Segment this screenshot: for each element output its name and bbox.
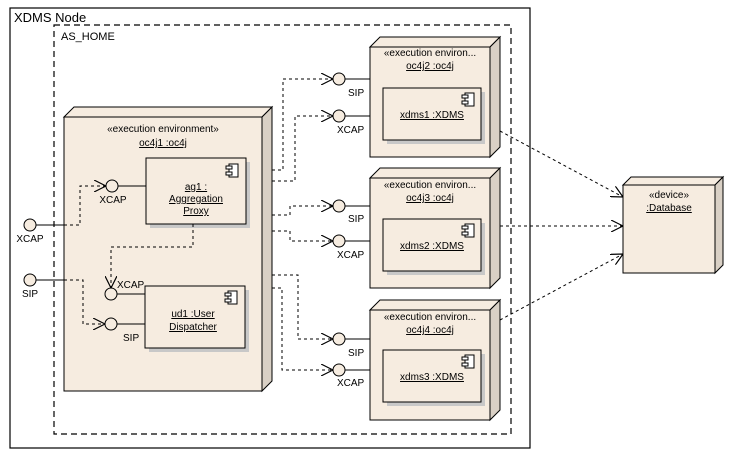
ud1-sip-label: SIP [123, 333, 139, 344]
oc4j3-name: oc4j3 :oc4j [406, 193, 454, 204]
component-icon [464, 354, 475, 369]
ud1-name-line1: ud1 :User [171, 309, 215, 320]
dependency-oc4j1-to-oc4j4-sip [272, 274, 333, 339]
external-xcap-port[interactable]: XCAP [16, 218, 64, 245]
oc4j2-xcap-port[interactable]: XCAP [332, 109, 370, 136]
oc4j3-xcap-label: XCAP [337, 250, 365, 261]
external-xcap-label: XCAP [16, 234, 44, 245]
oc4j1-stereotype: «execution environment» [107, 124, 219, 135]
execution-environment-oc4j3[interactable]: «execution environ... oc4j3 :oc4j xdms2 … [368, 166, 502, 290]
execution-environment-oc4j4[interactable]: «execution environ... oc4j4 :oc4j xdms3 … [368, 298, 502, 422]
as-home-title: AS_HOME [61, 31, 115, 43]
oc4j3-sip-label: SIP [348, 214, 364, 225]
xdms1-name: xdms1 :XDMS [400, 110, 464, 121]
device-database[interactable]: «device» :Database [621, 175, 725, 275]
ag1-name-line2: Aggregation [169, 194, 223, 205]
component-icon [224, 290, 238, 305]
ag1-xcap-port[interactable]: XCAP [99, 179, 146, 206]
ag1-name-line1: ag1 : [185, 182, 207, 193]
dependency-oc4j2-to-database [499, 130, 623, 197]
ud1-name-line2: Dispatcher [169, 322, 217, 333]
dependency-oc4j1-to-oc4j4-xcap [272, 287, 333, 370]
external-sip-label: SIP [22, 289, 38, 300]
oc4j3-xcap-port[interactable]: XCAP [332, 234, 370, 261]
oc4j3-sip-port[interactable]: SIP [332, 199, 370, 225]
xdms2-name: xdms2 :XDMS [400, 241, 464, 252]
as-home-boundary[interactable]: AS_HOME [53, 24, 512, 435]
dependency-oc4j4-to-database [499, 254, 623, 321]
dependency-oc4j1-to-oc4j2-xcap [272, 116, 333, 182]
ag1-name-line3: Proxy [183, 206, 209, 217]
oc4j4-xcap-port[interactable]: XCAP [332, 363, 370, 389]
dependency-oc4j1-to-oc4j2-sip [272, 79, 333, 171]
oc4j2-sip-label: SIP [348, 88, 364, 99]
database-stereotype: «device» [649, 190, 689, 201]
xdms3-name: xdms3 :XDMS [400, 372, 464, 383]
oc4j2-stereotype: «execution environ... [384, 48, 476, 59]
component-icon [464, 92, 475, 107]
component-icon [225, 163, 239, 178]
oc4j4-sip-label: SIP [348, 348, 364, 359]
component-icon [464, 223, 475, 238]
oc4j4-xcap-label: XCAP [337, 378, 365, 389]
xdms-node-title: XDMS Node [14, 10, 86, 25]
ud1-xcap-port[interactable]: XCAP [104, 280, 145, 301]
dependency-ext-sip-to-ud1 [64, 279, 105, 324]
oc4j4-name: oc4j4 :oc4j [406, 325, 454, 336]
oc4j1-name: oc4j1 :oc4j [139, 138, 187, 149]
oc4j3-stereotype: «execution environ... [384, 180, 476, 191]
external-sip-port[interactable]: SIP [22, 273, 64, 300]
oc4j4-sip-port[interactable]: SIP [332, 332, 370, 359]
dependency-oc4j1-to-oc4j3-xcap [272, 230, 333, 241]
ud1-xcap-label: XCAP [117, 280, 145, 291]
oc4j2-xcap-label: XCAP [337, 125, 365, 136]
ud1-sip-port[interactable]: SIP [104, 317, 145, 344]
component-ag1[interactable]: ag1 : Aggregation Proxy [145, 157, 250, 228]
dependency-ext-xcap-to-ag1 [64, 186, 106, 226]
dependency-oc4j1-to-oc4j3-sip [272, 206, 333, 216]
database-name: :Database [646, 203, 692, 214]
oc4j4-stereotype: «execution environ... [384, 312, 476, 323]
component-ud1[interactable]: ud1 :User Dispatcher [144, 285, 249, 352]
execution-environment-oc4j2[interactable]: «execution environ... oc4j2 :oc4j xdms1 … [368, 35, 502, 159]
ag1-xcap-label: XCAP [99, 195, 127, 206]
oc4j2-sip-port[interactable]: SIP [332, 72, 370, 99]
oc4j2-name: oc4j2 :oc4j [406, 61, 454, 72]
